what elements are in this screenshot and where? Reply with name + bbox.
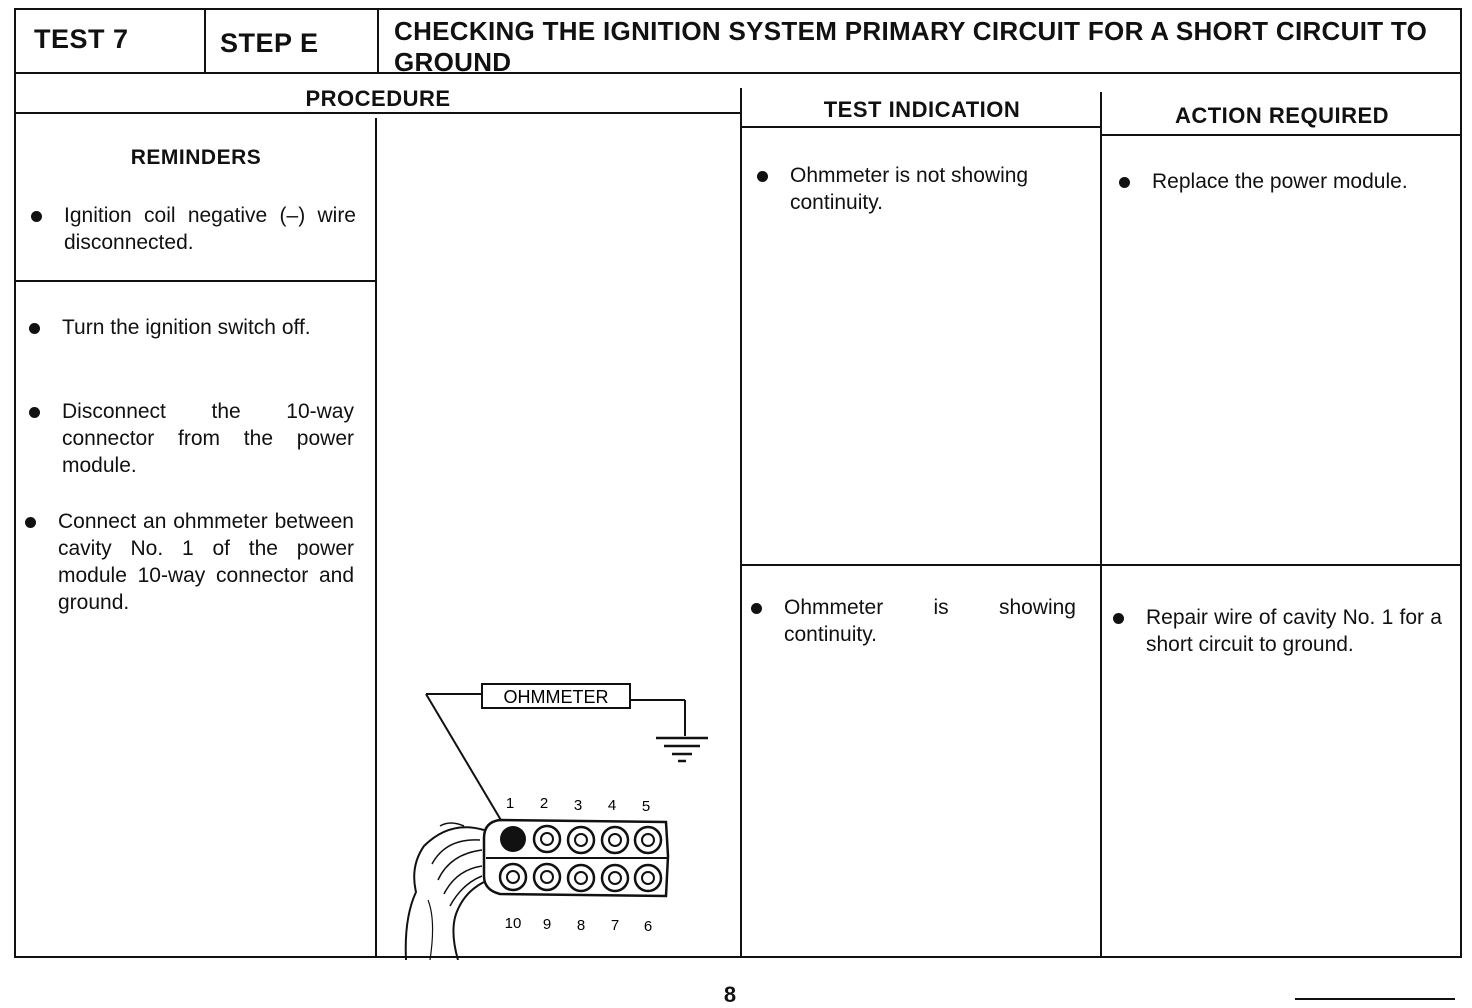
bottom-row-cavities: [498, 862, 663, 893]
ground-symbol-icon: [656, 736, 708, 763]
svg-text:10: 10: [505, 915, 522, 932]
corner-mark: [1295, 998, 1455, 1000]
top-row-numbers: 1 2 3 4 5: [506, 795, 650, 815]
svg-text:6: 6: [644, 918, 652, 935]
page-title: CHECKING THE IGNITION SYSTEM PRIMARY CIR…: [394, 16, 1428, 77]
header-divider-1: [204, 8, 206, 74]
action-replace-module: Replace the power module.: [1119, 168, 1448, 195]
bottom-row-numbers: 10 9 8 7 6: [505, 915, 653, 935]
procedure-step-3: Connect an ohmmeter between cavity No. 1…: [25, 510, 354, 614]
svg-text:8: 8: [577, 917, 585, 934]
step-label: STEP E: [220, 28, 319, 58]
diagram-column-divider: [375, 118, 377, 958]
ohmmeter-label: OHMMETER: [504, 687, 609, 707]
header-divider-2: [377, 8, 379, 74]
reminders-heading: REMINDERS: [130, 146, 262, 169]
indication-head-rule: [742, 126, 1102, 128]
page-number: 8: [723, 982, 737, 1007]
svg-text:1: 1: [506, 795, 514, 812]
procedure-head-rule: [14, 112, 742, 114]
svg-text:4: 4: [608, 797, 616, 814]
reminders-rule: [14, 280, 376, 282]
indication-continuity: Ohmmeter is showing continuity.: [751, 596, 1076, 646]
procedure-step-1: Turn the ignition switch off.: [29, 314, 354, 341]
action-repair-wire: Repair wire of cavity No. 1 for a short …: [1113, 606, 1442, 656]
test-number: TEST 7: [34, 24, 129, 54]
svg-text:7: 7: [611, 917, 619, 934]
result-row-rule: [742, 564, 1462, 566]
procedure-heading: PROCEDURE: [305, 86, 451, 111]
header-bottom-rule: [14, 72, 1462, 74]
table-frame: [14, 8, 1462, 958]
reminder-item: Ignition coil negative (–) wire disconne…: [31, 204, 356, 254]
svg-text:9: 9: [543, 916, 551, 933]
indication-no-continuity: Ohmmeter is not showing continuity.: [757, 162, 1086, 216]
top-row-cavities: [500, 824, 663, 855]
svg-text:5: 5: [642, 798, 650, 815]
action-required-heading: ACTION REQUIRED: [1174, 103, 1390, 128]
action-column-divider: [1100, 92, 1102, 958]
svg-text:3: 3: [574, 797, 582, 814]
test-indication-heading: TEST INDICATION: [823, 97, 1021, 122]
svg-text:2: 2: [540, 795, 548, 812]
indication-column-divider: [740, 88, 742, 958]
ohmmeter-connector-diagram: OHMMETER 1 2 3 4 5: [404, 683, 708, 960]
action-head-rule: [1102, 134, 1462, 136]
ohmmeter-box: [481, 683, 631, 709]
procedure-step-2: Disconnect the 10-way connector from the…: [29, 400, 354, 477]
